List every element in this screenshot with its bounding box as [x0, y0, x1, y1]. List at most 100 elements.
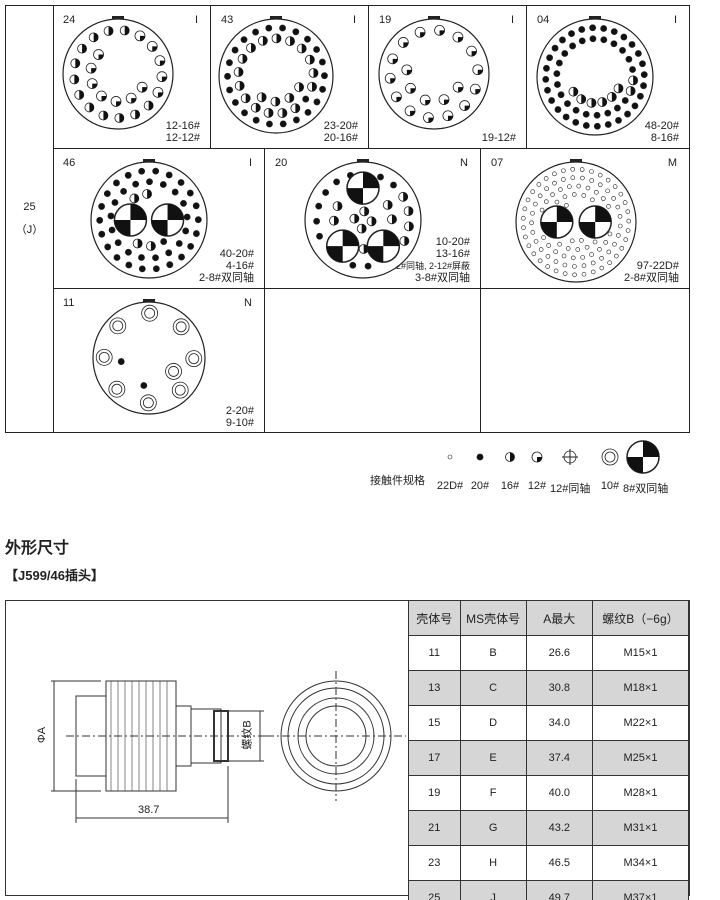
contact-12-icon [125, 92, 137, 104]
contact-line: 12-16# [165, 120, 200, 132]
contact-12-icon [442, 110, 454, 122]
contact-12-icon [110, 96, 122, 107]
contact-20-icon [117, 358, 125, 365]
contact-line: 48-20# [644, 120, 679, 132]
contact-22-icon [560, 168, 566, 174]
contact-22-icon [599, 265, 604, 271]
table-cell: G [459, 810, 527, 846]
legend-item: 10# [590, 440, 630, 492]
contact-12-icon [387, 53, 399, 65]
contact-20-icon [557, 91, 564, 99]
contact-20-icon [542, 64, 550, 72]
contact-20-icon [563, 100, 571, 107]
table-cell: 13 [408, 670, 461, 706]
table-cell: D [459, 705, 527, 741]
contact-20-icon [631, 102, 638, 110]
shell-size-column: 25 （J） [6, 6, 54, 432]
contact-22-icon [545, 243, 551, 248]
contact-20-icon [160, 238, 168, 245]
contact-line: 12-12# [165, 132, 200, 144]
contact-22-icon [617, 214, 622, 219]
contact-line: 97-22D# [636, 260, 679, 272]
contact-22-icon [551, 180, 557, 186]
contact-20-icon [636, 92, 644, 100]
contact-20-icon [599, 25, 607, 32]
contact-20-icon [165, 171, 173, 179]
column-header: 螺纹B（−6g） [591, 600, 690, 636]
contact-line: 2-8#双同轴 [623, 272, 679, 284]
contact-16-icon [329, 215, 339, 226]
contact-12-icon [156, 71, 168, 83]
legend-item: 20# [460, 440, 500, 492]
contact-22-icon [565, 246, 571, 251]
contact-22-icon [561, 253, 566, 259]
contact-20-icon [621, 97, 629, 104]
contact-20-icon [315, 202, 323, 210]
contact-10-icon [109, 317, 127, 335]
legend-label: 10# [600, 480, 620, 492]
contact-20-icon [113, 254, 121, 261]
contact-16-icon [284, 92, 295, 103]
contact-22-icon [597, 172, 602, 178]
contact-16-icon [234, 80, 245, 91]
contact-22-icon [566, 184, 572, 189]
contact-16-icon [257, 35, 268, 46]
contact-10-icon [171, 381, 189, 399]
contact-16-icon [130, 109, 141, 120]
contact-20-icon [114, 239, 122, 247]
contact-22-icon [552, 249, 558, 255]
contact-12-icon [434, 24, 445, 36]
ms-shell-code: （J） [15, 224, 44, 236]
contact-20-icon [552, 70, 560, 78]
contact-20-icon [568, 42, 576, 50]
contact-22-icon [580, 193, 586, 198]
contact-12-icon [134, 30, 146, 42]
table-cell: 40.0 [525, 775, 593, 811]
table-cell: E [459, 740, 527, 776]
contact-16-icon [403, 206, 414, 217]
contact-20-icon [113, 179, 120, 187]
contact-22-icon [590, 269, 595, 275]
contact-16-icon [304, 54, 315, 65]
contact-20-icon [138, 254, 145, 261]
contact-16-icon [143, 100, 154, 111]
contact-20-icon [224, 72, 231, 80]
contact-20-icon [390, 181, 397, 189]
contact-12-icon [93, 49, 104, 60]
key-position: I [510, 14, 514, 26]
column-header: A最大 [525, 600, 593, 636]
arrangement-code: 46 [63, 157, 76, 169]
contact-20-icon [349, 261, 357, 269]
contact-12-icon [85, 62, 97, 74]
contact-16-icon [69, 74, 80, 85]
contact-20-icon [541, 75, 549, 83]
contact-12-icon [452, 81, 464, 93]
table-cell: 25 [408, 880, 461, 900]
contact-20-icon [318, 58, 326, 66]
contact-16-icon [404, 221, 414, 232]
contact-20-icon [321, 72, 328, 80]
contact-8-icon [577, 205, 612, 239]
contact-16-icon [308, 68, 319, 78]
contact-22-icon [605, 249, 611, 255]
contact-20-icon [182, 227, 190, 235]
contact-22-icon [617, 223, 623, 229]
contact-10-icon [141, 304, 159, 322]
insert-face-diagram [92, 299, 206, 415]
contact-summary: 48-20#8-16# [645, 120, 679, 144]
contact-22-icon [571, 192, 577, 197]
contact-20-icon [543, 86, 551, 94]
empty-cell [265, 289, 481, 433]
insert-face-diagram [535, 16, 654, 136]
contact-20-icon [545, 54, 553, 62]
table-cell: H [459, 845, 527, 881]
contact-20-icon [194, 216, 202, 224]
legend-item: 12#同轴 [550, 440, 590, 496]
contact-20-icon [152, 167, 160, 175]
table-cell: F [459, 775, 527, 811]
contact-22-icon [522, 234, 528, 240]
contact-16-icon [586, 97, 596, 108]
contact-20-icon [108, 226, 116, 234]
